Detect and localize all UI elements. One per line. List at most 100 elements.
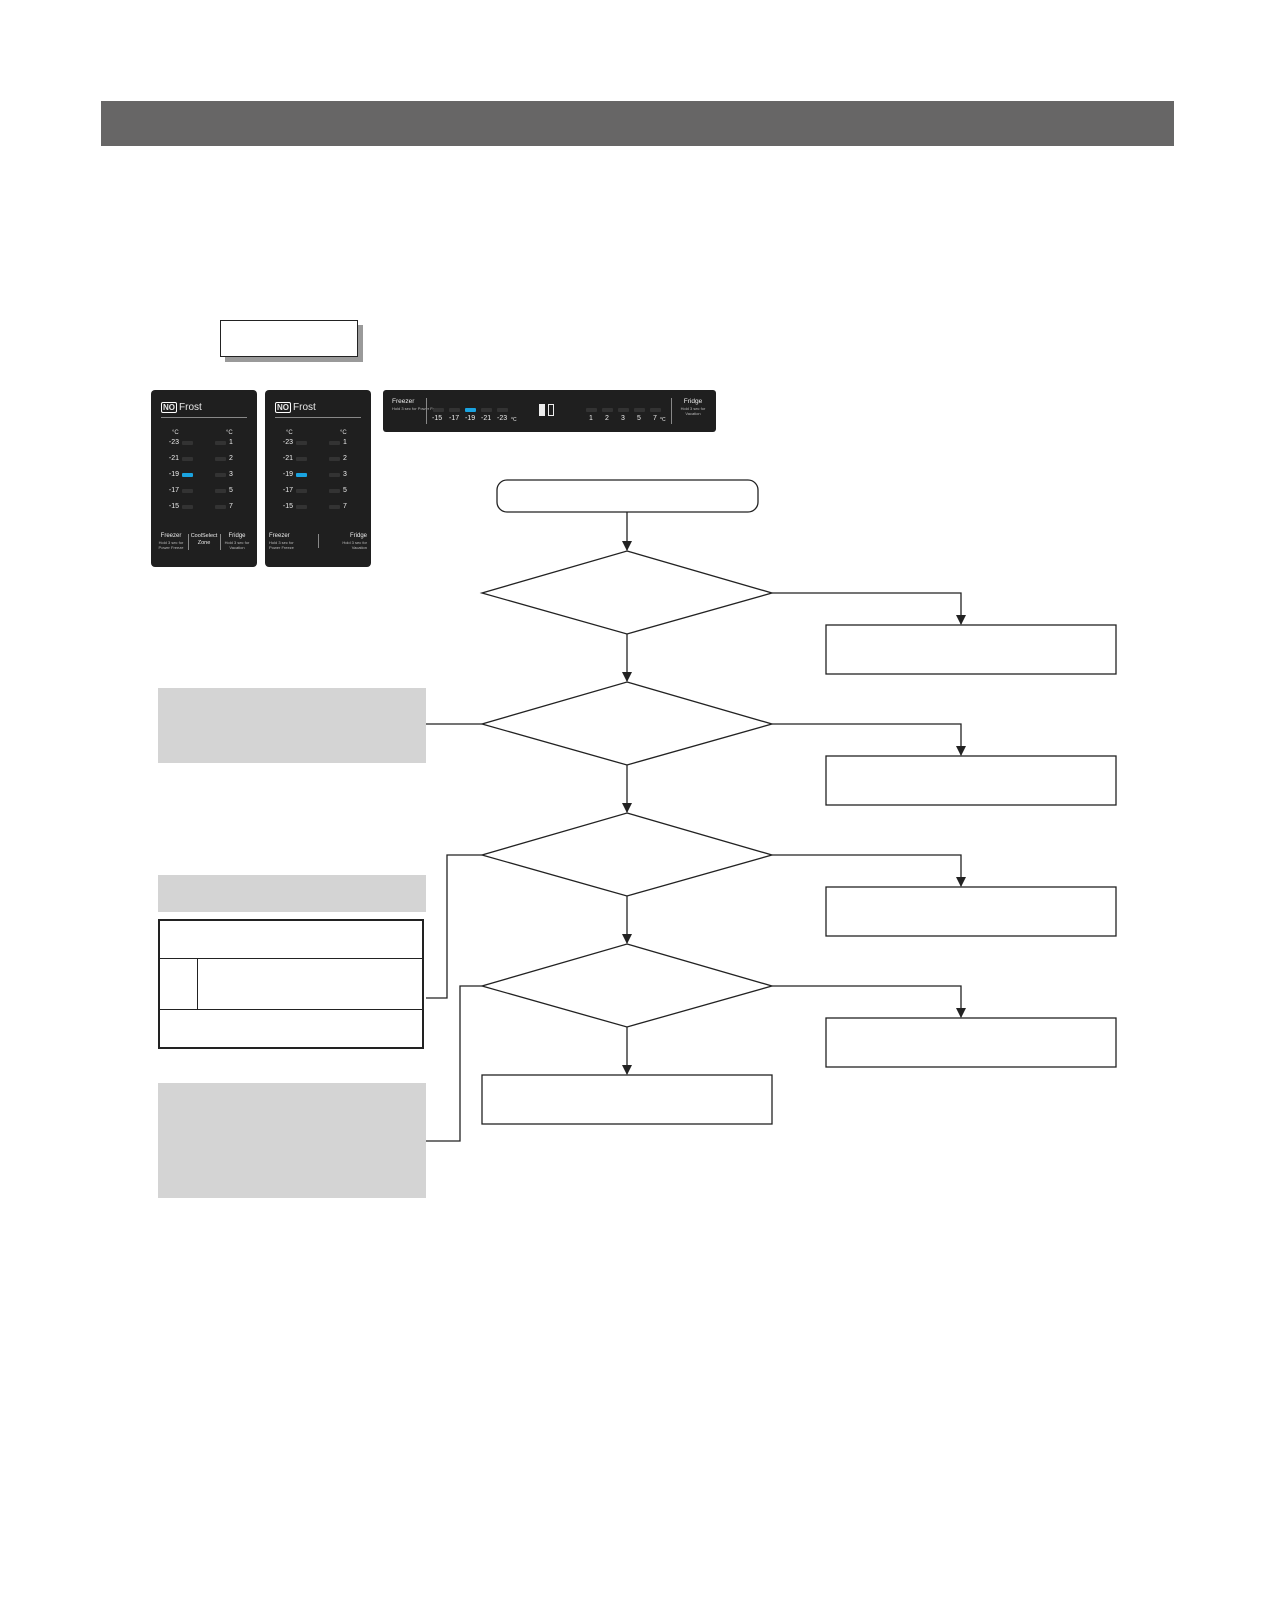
no-frost-logo: NO Frost xyxy=(161,402,202,413)
label-box xyxy=(220,320,358,357)
fridge-segment xyxy=(602,408,613,412)
freezer-segment xyxy=(296,505,307,509)
fridge-temp-label: 2 xyxy=(605,415,609,422)
freezer-temp-label: -15 xyxy=(168,503,179,510)
table-column-divider xyxy=(197,959,198,1009)
fridge-temp-label: 5 xyxy=(637,415,641,422)
freezer-temp-label: -21 xyxy=(481,415,492,422)
fridge-unit: °C xyxy=(660,417,666,423)
fridge-segment xyxy=(618,408,629,412)
freezer-button[interactable]: Freezer Hold 3 sec for Power Freeze xyxy=(158,533,184,550)
result-box-3 xyxy=(825,886,1117,937)
fridge-temp-label: 5 xyxy=(343,487,347,494)
freezer-temp-label: -17 xyxy=(449,415,460,422)
freezer-segment xyxy=(296,457,307,461)
freezer-temp-label: -15 xyxy=(282,503,293,510)
decision-1 xyxy=(479,550,775,635)
result-box-4 xyxy=(825,1017,1117,1068)
freezer-segment xyxy=(296,441,307,445)
fridge-temp-label: 1 xyxy=(229,439,233,446)
freezer-temp-label: -23 xyxy=(282,439,293,446)
start-terminal xyxy=(496,479,759,513)
fridge-button[interactable]: Fridge Hold 3 sec for Vacation xyxy=(680,398,706,416)
fridge-button[interactable]: Fridge Hold 3 sec for Vacation xyxy=(224,533,250,550)
fridge-temp-label: 3 xyxy=(621,415,625,422)
divider xyxy=(161,417,247,418)
fridge-segment xyxy=(215,489,226,493)
fridge-segment xyxy=(650,408,661,412)
note-box xyxy=(158,875,426,912)
freezer-segment xyxy=(182,505,193,509)
freezer-unit: °C xyxy=(511,417,517,423)
fridge-segment xyxy=(215,457,226,461)
fridge-temp-label: 7 xyxy=(229,503,233,510)
fridge-segment xyxy=(329,457,340,461)
note-box xyxy=(158,1083,426,1198)
divider xyxy=(671,398,672,424)
freezer-segment-active xyxy=(182,473,193,477)
fridge-segment xyxy=(215,441,226,445)
divider xyxy=(188,534,189,550)
control-panel-horizontal: Freezer Hold 3 sec for Power Freeze -15 … xyxy=(383,390,716,432)
header-bar xyxy=(101,101,1174,146)
fridge-unit: °C xyxy=(340,430,347,436)
divider xyxy=(220,534,221,550)
fridge-button[interactable]: Fridge Hold 3 sec for Vacation xyxy=(342,533,367,550)
fridge-temp-label: 5 xyxy=(229,487,233,494)
control-panel-standard: NO Frost °C °C -23 -21 -19 -17 -15 1 2 3… xyxy=(265,390,371,567)
divider xyxy=(426,398,427,424)
freezer-segment xyxy=(182,441,193,445)
fridge-temp-label: 7 xyxy=(653,415,657,422)
divider xyxy=(275,417,361,418)
fridge-temp-label: 7 xyxy=(343,503,347,510)
result-box-2 xyxy=(825,755,1117,806)
freezer-segment xyxy=(481,408,492,412)
fridge-temp-label: 1 xyxy=(589,415,593,422)
freezer-temp-label: -17 xyxy=(282,487,293,494)
freezer-temp-label: -21 xyxy=(282,455,293,462)
note-box xyxy=(158,688,426,763)
unlock-icon[interactable] xyxy=(548,404,554,416)
fridge-temp-label: 1 xyxy=(343,439,347,446)
fridge-segment xyxy=(634,408,645,412)
connector xyxy=(772,854,966,887)
check-table xyxy=(158,919,424,1049)
control-panel-coolselect: NO Frost °C °C -23 -21 -19 -17 -15 1 2 3… xyxy=(151,390,257,567)
freezer-temp-label: -21 xyxy=(168,455,179,462)
result-box-1 xyxy=(825,624,1117,675)
note-connector xyxy=(426,985,482,1142)
freezer-segment xyxy=(433,408,444,412)
no-frost-logo: NO Frost xyxy=(275,402,316,413)
fridge-temp-label: 2 xyxy=(343,455,347,462)
freezer-temp-label: -23 xyxy=(168,439,179,446)
table-row-divider xyxy=(160,958,422,959)
connector xyxy=(772,985,966,1018)
decision-3 xyxy=(479,812,775,897)
freezer-segment xyxy=(296,489,307,493)
freezer-button[interactable]: Freezer Hold 3 sec for Power Freeze xyxy=(392,398,443,411)
freezer-button[interactable]: Freezer Hold 3 sec for Power Freeze xyxy=(269,533,294,550)
freezer-temp-label: -15 xyxy=(432,415,443,422)
freezer-segment-active xyxy=(296,473,307,477)
connector xyxy=(772,723,966,756)
freezer-temp-label: -17 xyxy=(168,487,179,494)
freezer-temp-label: -19 xyxy=(282,471,293,478)
note-connector xyxy=(426,854,482,999)
freezer-unit: °C xyxy=(172,430,179,436)
freezer-segment xyxy=(182,457,193,461)
connector xyxy=(772,592,966,625)
freezer-segment-active xyxy=(465,408,476,412)
fridge-temp-label: 3 xyxy=(343,471,347,478)
table-row-divider xyxy=(160,1009,422,1010)
freezer-unit: °C xyxy=(286,430,293,436)
freezer-temp-label: -19 xyxy=(168,471,179,478)
fridge-temp-label: 3 xyxy=(229,471,233,478)
final-box xyxy=(481,1074,773,1125)
coolselect-zone-button[interactable]: CoolSelect Zone xyxy=(190,533,218,546)
freezer-temp-label: -19 xyxy=(465,415,476,422)
freezer-segment xyxy=(449,408,460,412)
lock-icon[interactable] xyxy=(539,404,545,416)
fridge-temp-label: 2 xyxy=(229,455,233,462)
fridge-segment xyxy=(329,489,340,493)
